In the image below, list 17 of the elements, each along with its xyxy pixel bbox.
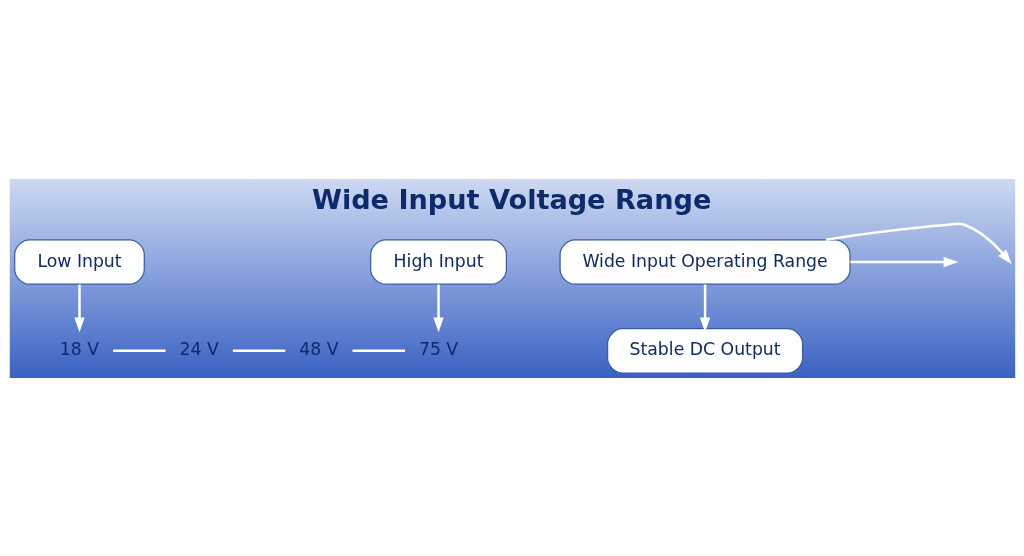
connector (112, 349, 166, 352)
node-text: 18 V (59, 338, 99, 359)
connector (352, 349, 405, 352)
arrow (849, 256, 958, 267)
connector (232, 349, 285, 352)
arrow (825, 221, 1012, 264)
node-text: 75 V (418, 338, 458, 359)
diagram-title: Wide Input Voltage Range (311, 183, 711, 215)
arrow (699, 284, 710, 332)
node-text: 24 V (179, 338, 219, 359)
node-text: 48 V (298, 338, 339, 359)
node-box: Wide Input Operating Range (558, 238, 851, 285)
node-box: Low Input (13, 238, 145, 285)
node-box: Stable DC Output (606, 327, 803, 374)
arrow (73, 284, 85, 332)
node-box: High Input (369, 238, 507, 285)
arrow (432, 284, 444, 332)
